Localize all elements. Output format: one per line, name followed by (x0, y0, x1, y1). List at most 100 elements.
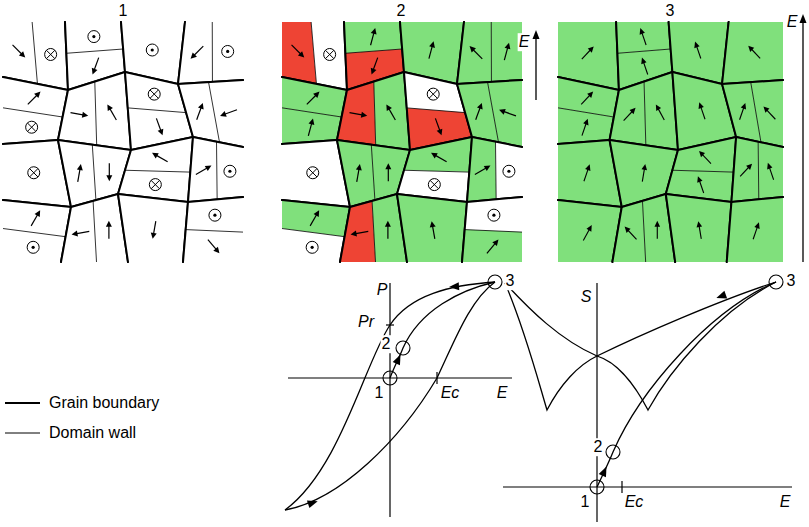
polarization-arrow (504, 47, 508, 60)
domain-area (727, 197, 783, 262)
coercive-tick (621, 481, 622, 493)
polarization-arrow (156, 118, 161, 131)
grain-boundary-line (344, 22, 347, 90)
polarization-arrow (476, 107, 481, 120)
domain-area (457, 22, 491, 84)
grain-boundary-line (65, 22, 68, 90)
arrow-head (697, 176, 702, 183)
panel-number: 2 (396, 2, 407, 20)
polarization-arrow (766, 109, 775, 119)
grain-boundary-line (666, 194, 732, 202)
domain-wall-line (371, 145, 375, 200)
grain-boundary-line (121, 22, 125, 72)
domain-area (491, 22, 522, 82)
remanent-label: Pr (357, 313, 375, 331)
arrow-head (72, 231, 78, 237)
arrow-head (19, 51, 25, 57)
grain-boundary-line (404, 72, 457, 84)
grain-boundary-line (558, 140, 610, 144)
out-of-plane-symbol (222, 45, 234, 57)
domain-wall-line (3, 229, 66, 237)
into-plane-cross (150, 90, 158, 98)
field-label: E (518, 33, 531, 51)
grain-boundary-line (610, 140, 622, 207)
polarization-arrow (699, 225, 701, 239)
into-plane-cross (46, 50, 54, 58)
arrow-head (220, 111, 227, 117)
grain-panel (3, 22, 243, 262)
grain-boundary-line (558, 200, 622, 207)
into-plane-cross (430, 180, 438, 188)
domain-area (125, 137, 193, 172)
polarization-arrow (487, 243, 496, 254)
arrow-head (599, 465, 610, 477)
grain-boundary-line (558, 77, 619, 90)
grain-boundary-line (457, 22, 464, 84)
into-plane-cross (429, 90, 437, 98)
domain-wall-sample (5, 433, 40, 434)
grain-boundary-line (722, 84, 736, 137)
polarization-arrow (78, 168, 80, 182)
grain-boundary-line (347, 72, 404, 90)
grain-boundary-line (118, 194, 128, 262)
domain-area (58, 82, 97, 146)
domain-area (212, 22, 243, 82)
into-plane-cross (309, 169, 317, 177)
grain-boundary-line (178, 80, 243, 84)
domain-wall-line (212, 22, 213, 82)
polarization-arrow (696, 45, 700, 58)
polarization-arrow (387, 225, 388, 239)
grain-lines (3, 22, 243, 262)
domain-area (666, 194, 732, 262)
arrow-head (588, 46, 594, 52)
into-plane-cross (325, 50, 333, 58)
grain-lines (282, 22, 522, 262)
polarization-arrow (76, 231, 90, 233)
polarization-arrow (350, 113, 364, 115)
into-plane-cross (27, 123, 35, 131)
grain-boundary-line (183, 202, 188, 262)
arrow-head (449, 282, 460, 291)
polarization-arrow (751, 48, 760, 58)
polarization-arrow (701, 106, 705, 119)
out-of-plane-dot (32, 246, 35, 249)
arrow-head (477, 103, 483, 110)
domain-area (209, 80, 243, 147)
polarization-arrow (582, 49, 591, 59)
grain-boundary-line (619, 72, 672, 90)
into-plane-cross (430, 180, 438, 188)
state-marker (606, 445, 620, 459)
arrow-head (107, 104, 113, 111)
polarization-arrow (699, 180, 703, 193)
domain-area (178, 22, 212, 84)
domain-area (282, 22, 316, 84)
grain-boundary-line (678, 137, 736, 150)
grain-boundary-line (178, 84, 193, 137)
grain-boundary-line (616, 22, 619, 90)
domain-wall-line (758, 142, 760, 200)
legend-text: Domain wall (48, 424, 137, 442)
domain-area (722, 22, 783, 84)
arrow-head (640, 28, 645, 35)
state-marker (488, 275, 502, 289)
field-label: E (786, 13, 799, 31)
arrow-head (748, 46, 754, 52)
domain-wall-line (644, 82, 646, 146)
out-of-plane-dot (92, 35, 95, 38)
into-plane-cross (27, 123, 35, 131)
out-of-plane-symbol (488, 209, 500, 221)
arrow-head (641, 58, 646, 65)
arrow-head (35, 210, 41, 217)
polarization-arrow (658, 108, 665, 120)
arrow-head (699, 151, 705, 157)
grain-boundary-line (467, 137, 472, 202)
domain-area (404, 72, 465, 113)
grain-boundary-line (3, 140, 58, 144)
grain-boundary-line (337, 140, 350, 207)
domain-wall-line (491, 22, 492, 82)
polarization-arrow (627, 229, 636, 239)
polarization-arrow (292, 45, 302, 55)
polarization-arrow (371, 32, 375, 45)
domain-area (95, 72, 131, 150)
